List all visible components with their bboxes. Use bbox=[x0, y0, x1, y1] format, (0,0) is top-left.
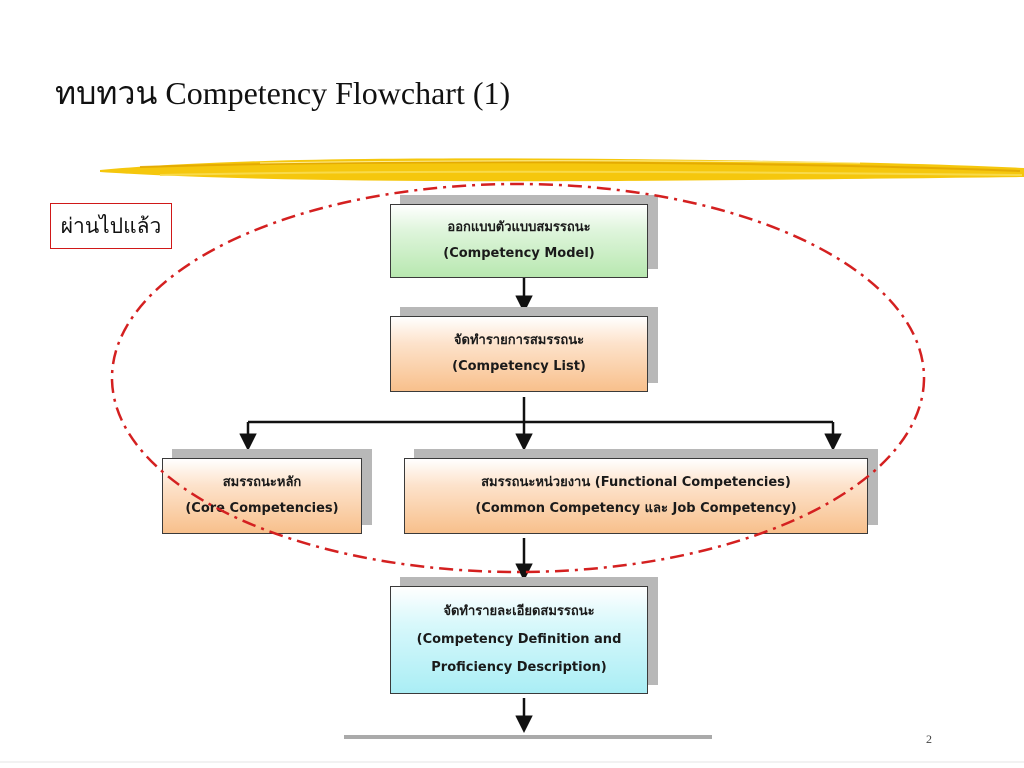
competency-list-english: (Competency List) bbox=[452, 359, 586, 374]
brush-stroke-divider bbox=[100, 158, 1024, 182]
functional-competencies-english: (Common Competency และ Job Competency) bbox=[475, 501, 797, 516]
competency-definition-english-1: (Competency Definition and bbox=[416, 632, 622, 647]
core-competencies-box: สมรรถนะหลัก (Core Competencies) bbox=[162, 449, 372, 534]
slide-title: ทบทวน Competency Flowchart (1) bbox=[55, 75, 511, 111]
functional-competencies-thai: สมรรถนะหน่วยงาน (Functional Competencies… bbox=[481, 475, 791, 490]
competency-definition-english-2: Proficiency Description) bbox=[431, 660, 607, 675]
page-number: 2 bbox=[926, 732, 932, 746]
functional-competencies-box: สมรรถนะหน่วยงาน (Functional Competencies… bbox=[404, 449, 878, 534]
competency-definition-box: จัดทำรายละเอียดสมรรถนะ (Competency Defin… bbox=[390, 577, 658, 694]
competency-model-box: ออกแบบตัวแบบสมรรถนะ (Competency Model) bbox=[390, 195, 658, 278]
competency-list-thai: จัดทำรายการสมรรถนะ bbox=[453, 333, 585, 348]
core-competencies-thai: สมรรถนะหลัก bbox=[222, 475, 302, 490]
competency-model-thai: ออกแบบตัวแบบสมรรถนะ bbox=[447, 220, 591, 235]
competency-list-box: จัดทำรายการสมรรถนะ (Competency List) bbox=[390, 307, 658, 392]
competency-definition-thai: จัดทำรายละเอียดสมรรถนะ bbox=[443, 604, 595, 619]
competency-model-english: (Competency Model) bbox=[443, 246, 595, 261]
status-label: ผ่านไปแล้ว bbox=[50, 203, 172, 249]
